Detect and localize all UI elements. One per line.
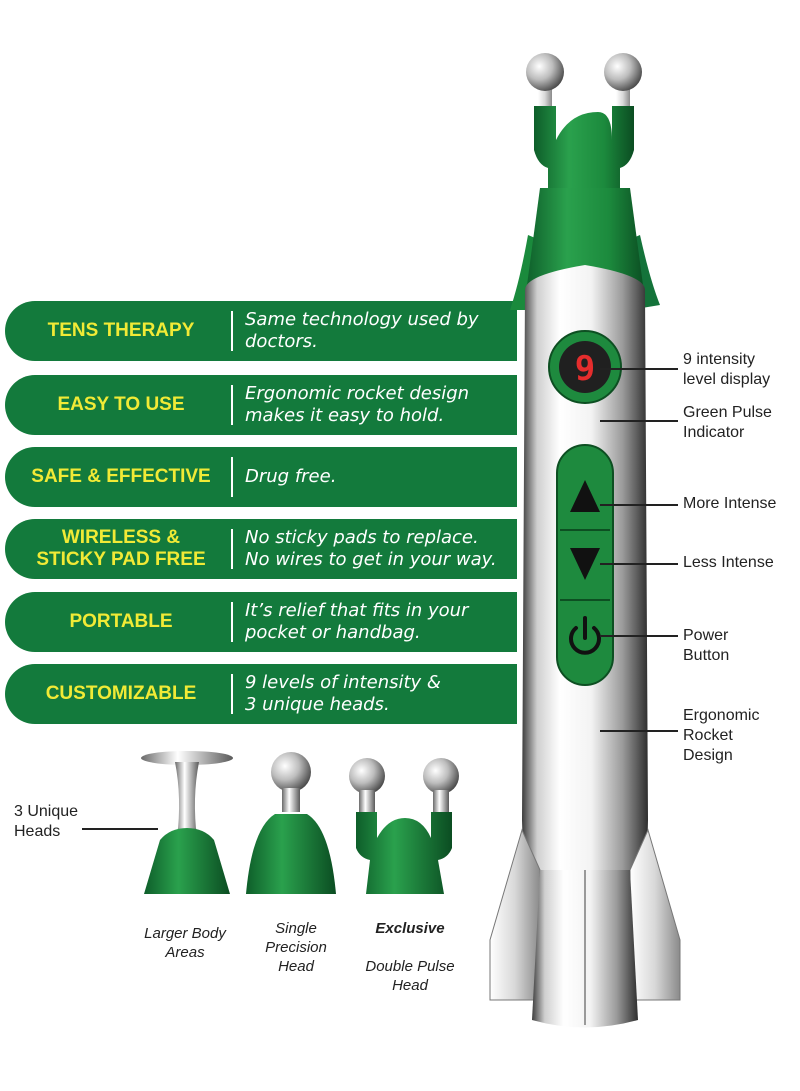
tip-stem-right bbox=[616, 85, 630, 110]
feature-banner-safe: SAFE & EFFECTIVE Drug free. bbox=[5, 447, 517, 507]
tip-stem-left bbox=[538, 85, 552, 110]
feature-description: Drug free. bbox=[245, 466, 337, 487]
head-caption-large: Larger Body Areas bbox=[125, 905, 245, 962]
display-screen bbox=[559, 341, 611, 393]
feature-description: It’s relief that fits in your pocket or … bbox=[245, 600, 469, 643]
heads-illustration bbox=[141, 751, 459, 894]
head-caption-double: Exclusive Double Pulse Head bbox=[345, 900, 475, 995]
tip-ball-right bbox=[604, 53, 642, 91]
caption-text: Larger Body Areas bbox=[144, 925, 226, 961]
tip-ball-left bbox=[526, 53, 564, 91]
callout-less-intense: Less Intense bbox=[683, 554, 774, 571]
caption-text: Single Precision Head bbox=[265, 920, 327, 975]
callout-line-pulse bbox=[600, 420, 678, 422]
down-arrow-icon[interactable] bbox=[570, 548, 600, 580]
callout-more-intense: More Intense bbox=[683, 495, 777, 512]
power-icon[interactable] bbox=[569, 616, 601, 655]
callout-line-display bbox=[600, 368, 678, 370]
feature-title: EASY TO USE bbox=[57, 394, 185, 415]
divider bbox=[231, 385, 233, 425]
double-pulse-head-accessory bbox=[349, 758, 459, 894]
feature-description: Ergonomic rocket design makes it easy to… bbox=[245, 383, 470, 426]
feature-description: 9 levels of intensity & 3 unique heads. bbox=[245, 672, 441, 715]
divider bbox=[231, 602, 233, 642]
callout-intensity-display: 9 intensity level display bbox=[683, 351, 771, 388]
up-arrow-icon[interactable] bbox=[570, 480, 600, 512]
lower-fin-left bbox=[489, 828, 541, 1001]
feature-title: PORTABLE bbox=[69, 611, 173, 632]
head-caption-single: Single Precision Head bbox=[236, 900, 356, 976]
tens-device-illustration: 9 bbox=[489, 53, 681, 1028]
caption-text: Double Pulse Head bbox=[365, 958, 455, 994]
feature-banner-easy-to-use: EASY TO USE Ergonomic rocket design make… bbox=[5, 375, 517, 435]
feature-description: No sticky pads to replace. No wires to g… bbox=[245, 527, 497, 570]
double-pulse-head bbox=[534, 106, 634, 190]
divider bbox=[231, 457, 233, 497]
callout-line-more bbox=[600, 504, 678, 506]
lower-fin-right bbox=[629, 828, 681, 1001]
callout-power-button: Power Button bbox=[683, 627, 730, 664]
feature-title: CUSTOMIZABLE bbox=[45, 683, 197, 704]
feature-title: TENS THERAPY bbox=[47, 320, 195, 341]
feature-title: WIRELESS & STICKY PAD FREE bbox=[36, 527, 206, 570]
feature-banner-wireless: WIRELESS & STICKY PAD FREE No sticky pad… bbox=[5, 519, 517, 579]
feature-banner-customizable: CUSTOMIZABLE 9 levels of intensity & 3 u… bbox=[5, 664, 517, 724]
single-precision-head bbox=[246, 752, 336, 894]
heads-label: 3 Unique Heads bbox=[14, 803, 79, 840]
divider bbox=[231, 529, 233, 569]
callout-line-power bbox=[600, 635, 678, 637]
feature-title: SAFE & EFFECTIVE bbox=[31, 466, 211, 487]
feature-banner-tens: TENS THERAPY Same technology used by doc… bbox=[5, 301, 517, 361]
heads-label-line bbox=[82, 828, 158, 830]
intensity-digit: 9 bbox=[575, 349, 595, 389]
large-body-head bbox=[141, 751, 233, 894]
caption-emphasis: Exclusive bbox=[375, 920, 445, 937]
callout-ergonomic-design: Ergonomic Rocket Design bbox=[683, 707, 760, 764]
callout-line-less bbox=[600, 563, 678, 565]
feature-description: Same technology used by doctors. bbox=[245, 309, 479, 352]
callout-pulse-indicator: Green Pulse Indicator bbox=[683, 404, 772, 441]
feature-banner-portable: PORTABLE It’s relief that fits in your p… bbox=[5, 592, 517, 652]
callout-line-design bbox=[600, 730, 678, 732]
divider bbox=[231, 674, 233, 714]
divider bbox=[231, 311, 233, 351]
